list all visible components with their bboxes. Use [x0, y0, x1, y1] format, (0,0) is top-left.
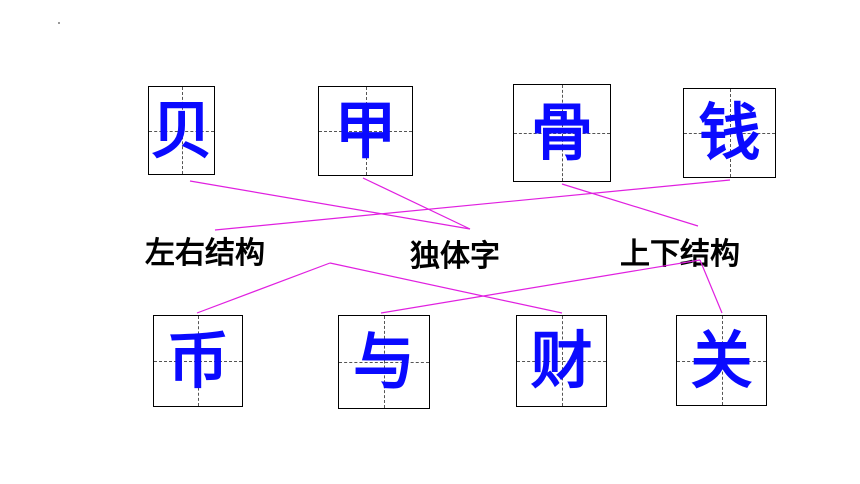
guide-line-horizontal	[517, 361, 606, 362]
bottom-character-box[interactable]: 关	[676, 315, 767, 406]
guide-line-horizontal	[514, 133, 610, 134]
character-glyph: 与	[352, 325, 415, 398]
character-glyph: 贝	[150, 93, 213, 167]
connector-line	[214, 179, 731, 231]
connector-line	[561, 183, 699, 227]
guide-line-horizontal	[677, 360, 766, 362]
character-glyph: 币	[166, 324, 229, 397]
character-glyph: 财	[530, 324, 593, 397]
guide-line-horizontal	[149, 130, 214, 132]
top-character-box[interactable]: 骨	[513, 84, 611, 182]
guide-line-horizontal	[319, 131, 412, 132]
category-label-left-right: 左右结构	[145, 236, 265, 271]
bottom-character-box[interactable]: 财	[516, 315, 607, 407]
guide-line-horizontal	[684, 133, 775, 134]
character-glyph: 关	[690, 323, 753, 397]
top-character-box[interactable]: 钱	[683, 88, 776, 178]
category-label-single: 独体字	[410, 239, 500, 274]
bottom-character-box[interactable]: 与	[338, 315, 430, 409]
connector-line	[189, 180, 471, 230]
guide-line-horizontal	[154, 361, 242, 362]
bottom-character-box[interactable]: 币	[153, 315, 243, 407]
connector-line	[362, 177, 471, 230]
top-character-box[interactable]: 贝	[148, 86, 215, 175]
category-label-top-bottom: 上下结构	[620, 237, 740, 272]
top-character-box[interactable]: 甲	[318, 86, 413, 176]
character-glyph: 骨	[530, 96, 593, 169]
guide-line-horizontal	[339, 362, 429, 363]
character-glyph: 甲	[334, 94, 397, 167]
character-glyph: 钱	[698, 96, 761, 169]
stray-dot	[58, 22, 60, 24]
